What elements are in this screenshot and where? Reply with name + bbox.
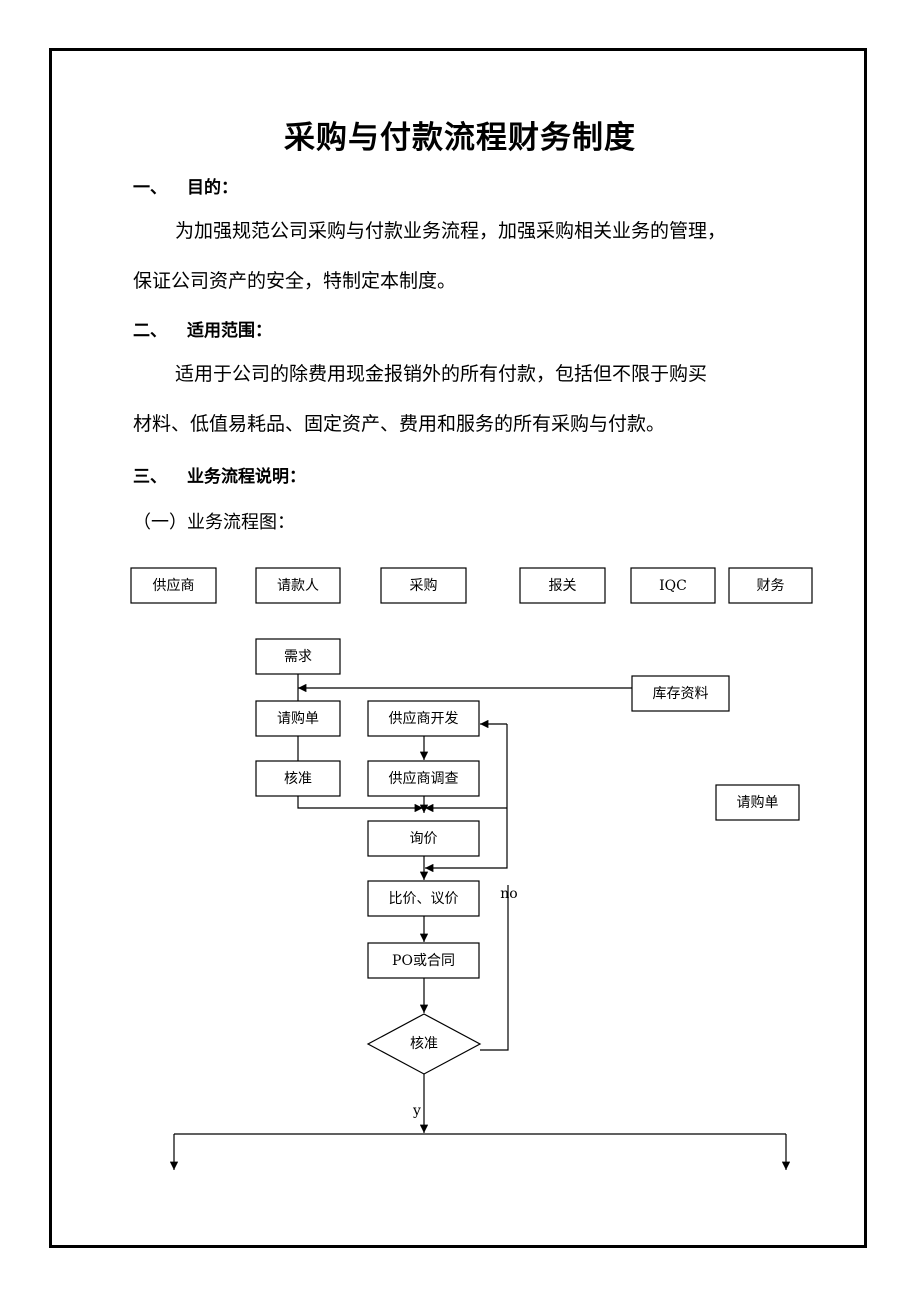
yes-label: y bbox=[412, 1103, 421, 1119]
inventory-label: 库存资料 bbox=[653, 686, 709, 702]
lane-iqc-box bbox=[630, 567, 716, 604]
section-3-heading: 三、业务流程说明： bbox=[133, 462, 306, 487]
requisition-side-label: 请购单 bbox=[737, 795, 779, 811]
section-1-line-2: 保证公司资产的安全，特制定本制度。 bbox=[133, 270, 457, 292]
demand-label: 需求 bbox=[284, 649, 312, 665]
section-3-subheading: （一）业务流程图： bbox=[133, 512, 295, 533]
section-2-number: 二、 bbox=[133, 321, 167, 341]
lane-finance-box bbox=[728, 567, 813, 604]
supplier-dev-label: 供应商开发 bbox=[389, 710, 459, 727]
po-label: PO或合同 bbox=[392, 953, 455, 969]
section-1-line-1: 为加强规范公司采购与付款业务流程，加强采购相关业务的管理， bbox=[175, 220, 727, 242]
document-title: 采购与付款流程财务制度 bbox=[284, 120, 636, 156]
section-3-title: 业务流程说明： bbox=[187, 467, 306, 487]
page-border bbox=[49, 48, 867, 1248]
lane-supplier: 供应商 bbox=[153, 577, 195, 594]
inventory-box bbox=[631, 675, 730, 712]
lane-purchasing-box bbox=[380, 567, 467, 604]
supplier-survey-label: 供应商调查 bbox=[389, 770, 459, 787]
section-1-heading: 一、目的： bbox=[133, 173, 238, 198]
requisition-label: 请购单 bbox=[277, 711, 319, 727]
inquiry-label: 询价 bbox=[410, 831, 438, 847]
lane-purchasing: 采购 bbox=[410, 578, 438, 594]
section-1-paragraph: 为加强规范公司采购与付款业务流程，加强采购相关业务的管理， 保证公司资产的安全，… bbox=[133, 206, 813, 306]
section-1-title: 目的： bbox=[187, 178, 238, 198]
section-2-heading: 二、适用范围： bbox=[133, 316, 272, 341]
section-2-paragraph: 适用于公司的除费用现金报销外的所有付款，包括但不限于购买 材料、低值易耗品、固定… bbox=[133, 349, 813, 449]
lane-finance: 财务 bbox=[757, 578, 785, 594]
section-2-line-2: 材料、低值易耗品、固定资产、费用和服务的所有采购与付款。 bbox=[133, 413, 666, 435]
no-label: no bbox=[500, 886, 517, 902]
section-1-number: 一、 bbox=[133, 178, 167, 198]
section-3-number: 三、 bbox=[133, 467, 167, 487]
lane-customs: 报关 bbox=[549, 578, 577, 594]
compare-label: 比价、议价 bbox=[389, 891, 459, 907]
lane-requester: 请款人 bbox=[277, 578, 319, 594]
requisition-side-box bbox=[715, 784, 800, 821]
section-2-line-1: 适用于公司的除费用现金报销外的所有付款，包括但不限于购买 bbox=[175, 363, 708, 385]
decision-label: 核准 bbox=[410, 1036, 438, 1052]
lane-requester-box bbox=[255, 567, 341, 604]
approve-req-label: 核准 bbox=[284, 771, 312, 787]
lane-iqc: IQC bbox=[659, 578, 687, 594]
lane-customs-box bbox=[519, 567, 606, 604]
lane-supplier-box bbox=[130, 567, 217, 604]
section-2-title: 适用范围： bbox=[187, 321, 272, 341]
